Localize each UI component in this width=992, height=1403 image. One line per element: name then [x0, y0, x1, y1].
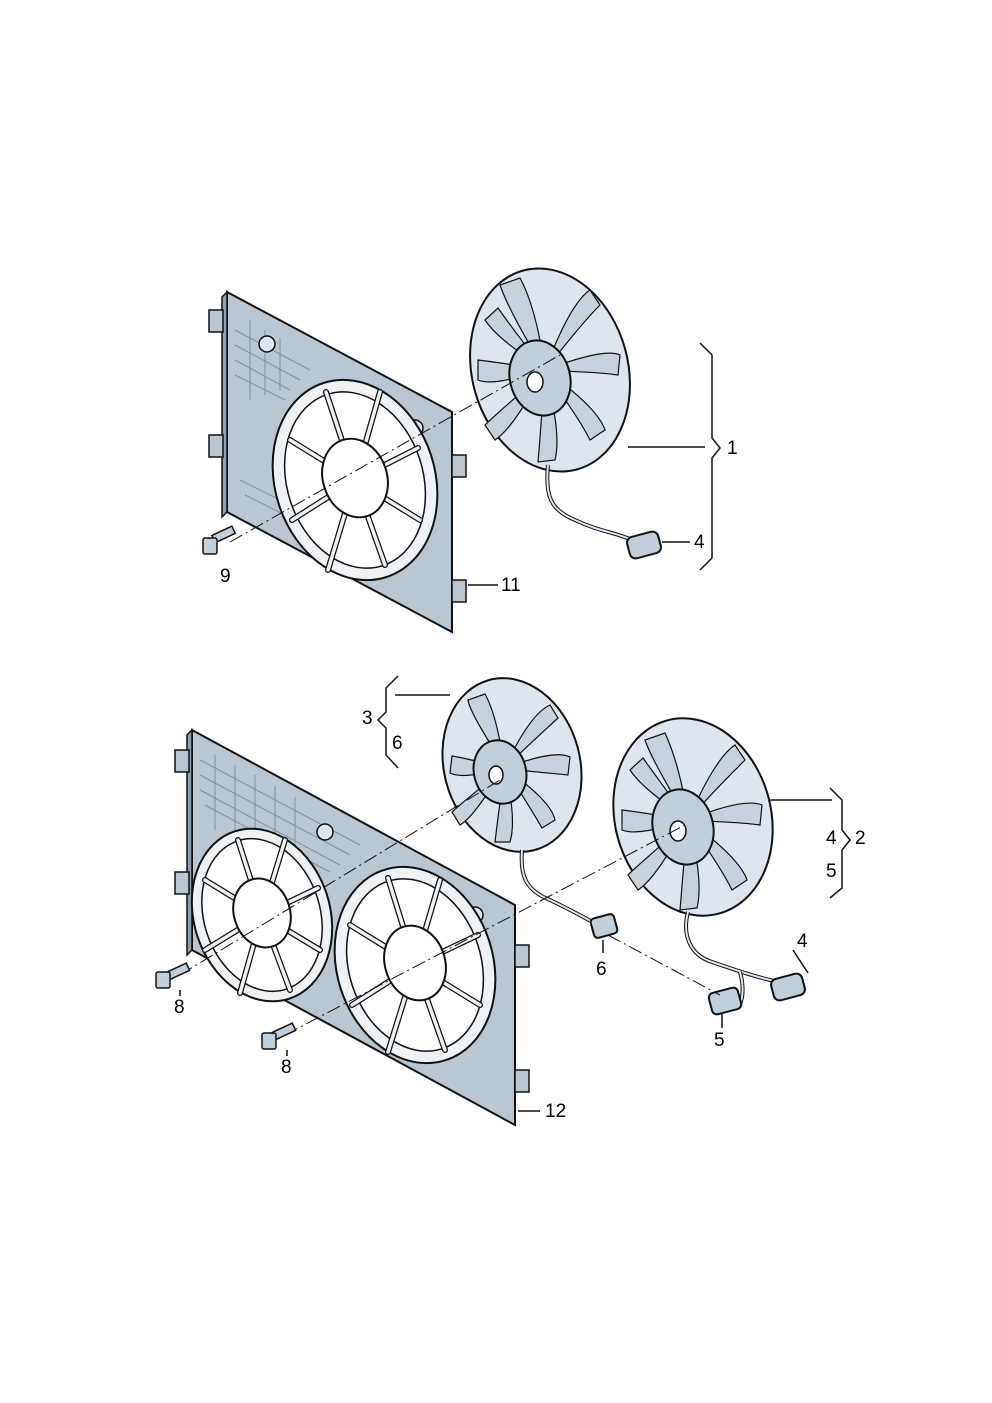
callout-2: 2: [855, 828, 866, 849]
fan-connector: [707, 986, 743, 1016]
callout-1: 1: [727, 438, 738, 459]
callout-8-left: 8: [174, 997, 185, 1018]
fan-wheel-small: [441, 677, 619, 939]
fan-wheel-single: [469, 267, 662, 560]
mount-tab: [514, 944, 530, 968]
mount-tab: [208, 434, 224, 458]
callout-9: 9: [220, 566, 231, 587]
callout-lines-bottom: [179, 675, 851, 1112]
callout-4-bottom: 4: [797, 931, 808, 952]
callout-5-brace: 5: [826, 861, 837, 882]
mount-tab: [208, 309, 224, 333]
boss: [258, 335, 276, 353]
fan-connector: [770, 972, 806, 1002]
callout-6-brace: 6: [392, 733, 403, 754]
single-fan-shroud: [208, 290, 467, 634]
dual-fan-shroud: [174, 728, 530, 1127]
axis-lines: [179, 779, 721, 1036]
mount-tab: [451, 454, 467, 478]
mount-tab: [174, 749, 190, 773]
fan-wheel-large: [612, 717, 806, 1016]
bolt-9: [202, 525, 237, 555]
callout-6: 6: [596, 959, 607, 980]
axis-line: [229, 354, 561, 543]
mount-tab: [174, 871, 190, 895]
mount-tab: [451, 579, 467, 603]
callout-12: 12: [545, 1101, 567, 1122]
bolt-8: [155, 962, 191, 989]
callout-11: 11: [501, 575, 521, 596]
bolt-8: [261, 1022, 297, 1050]
fan-wire: [545, 464, 633, 542]
boss: [316, 823, 334, 841]
mount-tab: [514, 1069, 530, 1093]
callout-4-top: 4: [694, 532, 705, 553]
callout-lines-top: [468, 342, 721, 586]
fan-connector: [589, 913, 619, 939]
callout-8-right: 8: [281, 1057, 292, 1078]
callout-5-bottom: 5: [714, 1030, 725, 1051]
callout-3: 3: [362, 708, 373, 729]
fan-connector: [626, 530, 662, 560]
shroud-ribs: [199, 755, 361, 873]
callout-4-brace: 4: [826, 828, 837, 849]
